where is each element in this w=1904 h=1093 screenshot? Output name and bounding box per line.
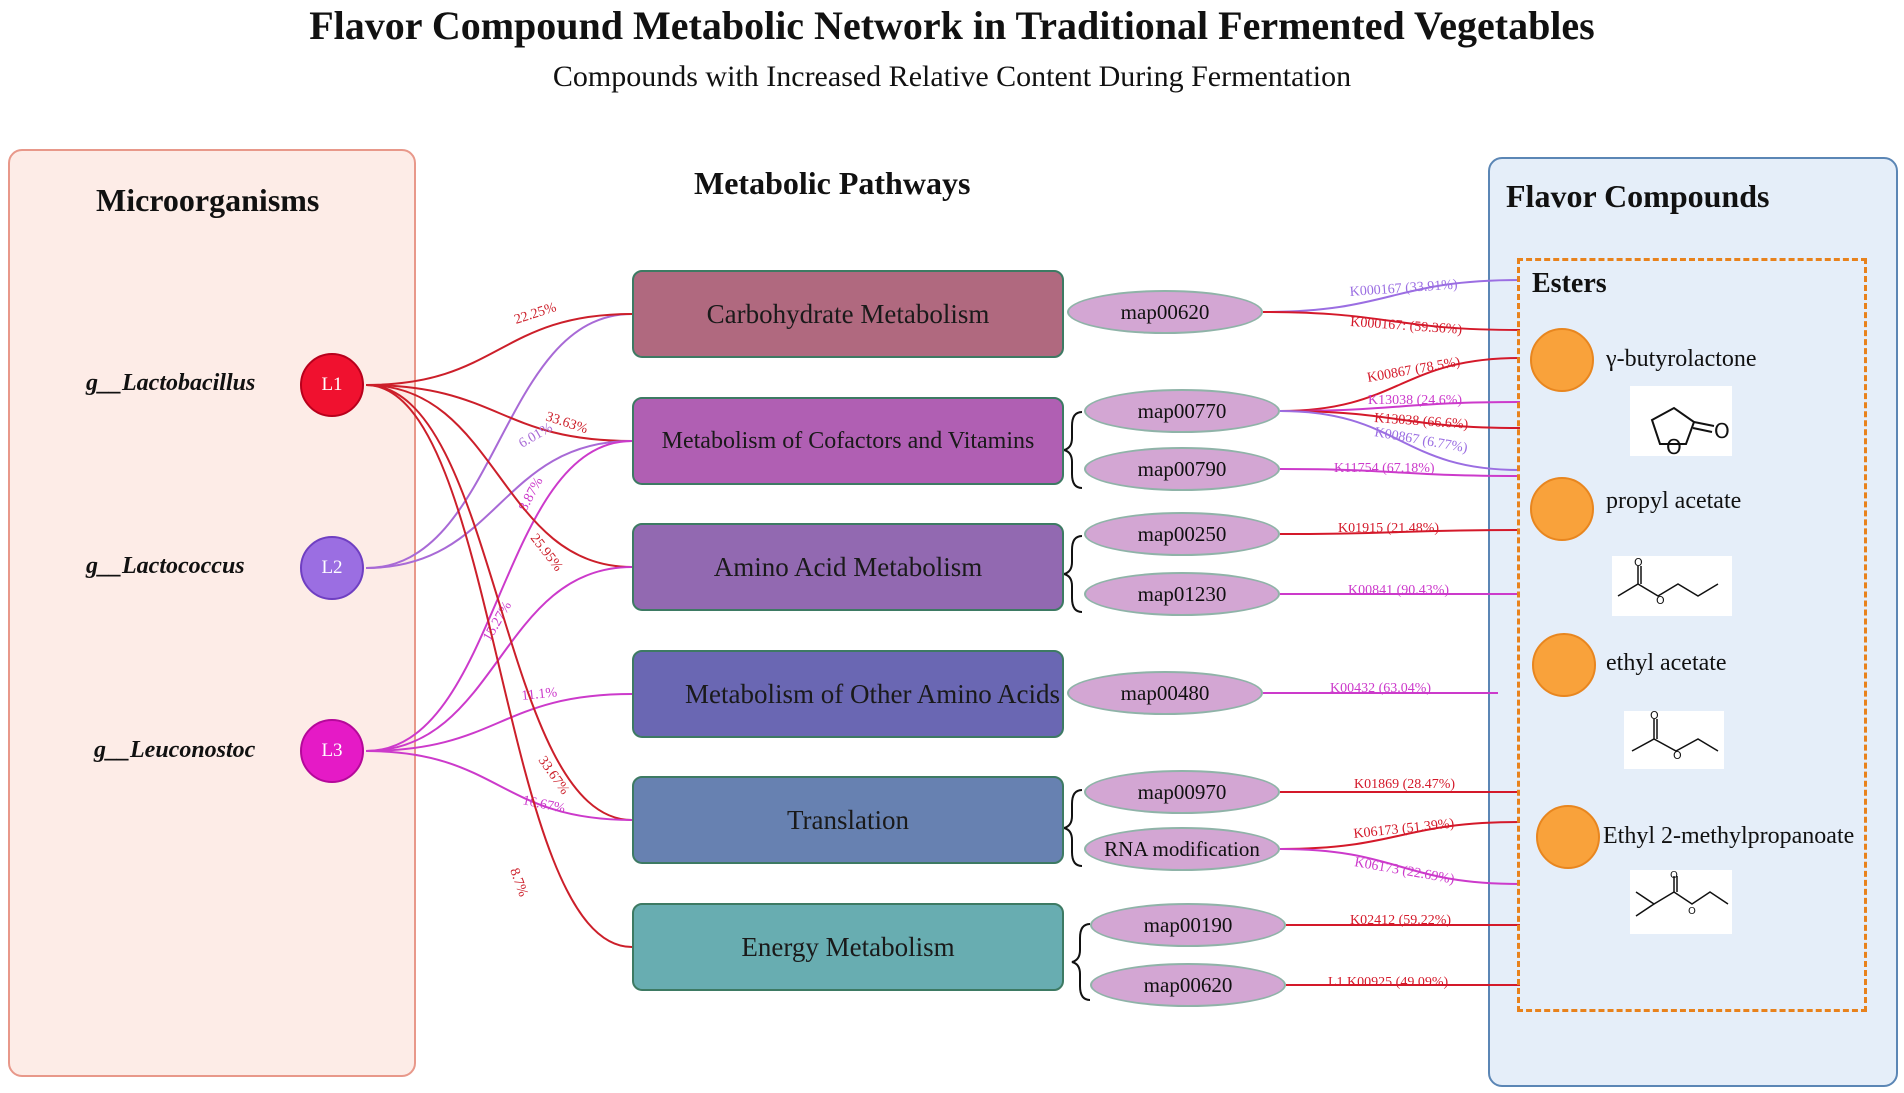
map-brackets xyxy=(1063,411,1091,1001)
ko-link xyxy=(1279,401,1521,412)
ko-link xyxy=(1279,468,1521,477)
map-node: map00790 xyxy=(1084,447,1280,491)
microbe-node-l3: L3 xyxy=(300,719,364,783)
svg-text:O: O xyxy=(1673,749,1682,762)
ko-link-label: K000167: (59.36%) xyxy=(1350,315,1463,338)
microbe-link xyxy=(365,384,633,821)
microbe-link xyxy=(365,440,633,569)
microbe-link xyxy=(365,750,633,821)
structure-ethyl-2-methylpropanoate: O O xyxy=(1630,870,1732,934)
svg-text:O: O xyxy=(1656,594,1665,607)
map-node: map00620 xyxy=(1067,290,1263,334)
ko-link xyxy=(1262,279,1521,313)
microbe-link xyxy=(365,440,633,752)
structure-butyrolactone: O O xyxy=(1630,386,1732,459)
map-node: map01230 xyxy=(1084,572,1280,616)
ko-link-label: K06173 (22.69%) xyxy=(1353,855,1455,887)
compound-node xyxy=(1532,633,1596,697)
svg-text:O: O xyxy=(1714,419,1730,443)
genus-lactococcus: g__Lactococcus xyxy=(86,553,245,579)
ko-link-label: K01915 (21.48%) xyxy=(1338,521,1439,536)
microbe-link xyxy=(365,313,633,569)
esters-group-label: Esters xyxy=(1532,268,1607,299)
pathway-translation: Translation xyxy=(632,776,1064,864)
structure-propyl-acetate: O O xyxy=(1612,556,1732,616)
ko-link-label: K02412 (59.22%) xyxy=(1350,913,1451,928)
genus-lactobacillus: g__Lactobacillus xyxy=(86,370,256,396)
ko-link-label: K00867 (78.5%) xyxy=(1366,355,1462,386)
microbe-link-label: 6.01% xyxy=(517,420,556,451)
ko-link-label: K11754 (67.18%) xyxy=(1334,461,1435,476)
compound-name: ethyl acetate xyxy=(1606,650,1727,676)
map-node: map00620 xyxy=(1090,963,1286,1007)
ko-link xyxy=(1279,848,1521,885)
ko-link-label: K01869 (28.47%) xyxy=(1354,777,1455,792)
pathway-cofactors-vitamins: Metabolism of Cofactors and Vitamins xyxy=(632,397,1064,485)
ko-link xyxy=(1279,410,1521,471)
microbe-link-label: 22.25% xyxy=(513,300,559,328)
svg-text:O: O xyxy=(1666,435,1682,456)
microbe-link-label: 25.95% xyxy=(527,531,566,575)
pathway-energy-metabolism: Energy Metabolism xyxy=(632,903,1064,991)
microbe-link xyxy=(365,693,633,752)
compound-node xyxy=(1536,805,1600,869)
compound-name: propyl acetate xyxy=(1606,488,1742,514)
ko-link xyxy=(1279,410,1521,429)
microbe-link xyxy=(365,566,633,752)
svg-text:O: O xyxy=(1650,711,1659,722)
microbe-node-l2: L2 xyxy=(300,536,364,600)
microbe-link xyxy=(365,384,633,948)
bracket-energy xyxy=(1071,923,1091,1001)
figure-title: Flavor Compound Metabolic Network in Tra… xyxy=(309,3,1595,48)
ko-link-label: L1 K00925 (49.09%) xyxy=(1328,975,1448,990)
map-node: map00190 xyxy=(1090,903,1286,947)
esters-group-box xyxy=(1517,258,1867,1012)
pathways-heading: Metabolic Pathways xyxy=(694,165,971,201)
microbe-node-l1: L1 xyxy=(300,353,364,417)
compound-name: γ-butyrolactone xyxy=(1606,346,1757,372)
ko-link-label: K00841 (90.43%) xyxy=(1348,583,1449,598)
svg-text:O: O xyxy=(1634,556,1643,569)
compound-node xyxy=(1530,477,1594,541)
pathway-carbohydrate-metabolism: Carbohydrate Metabolism xyxy=(632,270,1064,358)
svg-text:O: O xyxy=(1670,870,1678,881)
svg-text:O: O xyxy=(1688,906,1696,917)
compound-name: Ethyl 2-methylpropanoate xyxy=(1603,823,1855,849)
pathway-other-amino-acids: Metabolism of Other Amino Acids xyxy=(632,650,1064,738)
ko-link-label: K000167 (33.91%) xyxy=(1349,277,1458,300)
map-node: map00770 xyxy=(1084,389,1280,433)
microbe-link xyxy=(365,384,633,442)
ko-link xyxy=(1279,529,1521,535)
bracket-amino xyxy=(1063,535,1083,613)
flavor-compounds-heading: Flavor Compounds xyxy=(1506,178,1770,214)
microbe-link xyxy=(365,313,633,386)
microorganisms-panel xyxy=(8,149,416,1077)
microorganisms-heading: Microorganisms xyxy=(96,182,320,218)
structure-ethyl-acetate: O O xyxy=(1624,709,1724,769)
ko-link-label: K06173 (51.39%) xyxy=(1353,816,1455,842)
microbe-link xyxy=(365,384,633,568)
map-node: RNA modification xyxy=(1084,827,1280,871)
map-node: map00970 xyxy=(1084,770,1280,814)
bracket-translation xyxy=(1063,789,1083,867)
compound-node xyxy=(1530,328,1594,392)
map-node: map00250 xyxy=(1084,512,1280,556)
microbe-link-label: 8.7% xyxy=(506,866,530,899)
figure-subtitle: Compounds with Increased Relative Conten… xyxy=(552,60,1352,93)
bracket-cofactors xyxy=(1063,411,1083,489)
ko-link-label: K00432 (63.04%) xyxy=(1330,681,1431,696)
ko-link xyxy=(1279,821,1521,850)
ko-link xyxy=(1262,311,1521,331)
ko-link-label: K13038 (66.6%) xyxy=(1374,411,1469,433)
ko-link xyxy=(1279,357,1521,412)
pathway-amino-acid-metabolism: Amino Acid Metabolism xyxy=(632,523,1064,611)
map-node: map00480 xyxy=(1067,671,1263,715)
ko-link-label: K13038 (24.6%) xyxy=(1368,393,1462,408)
genus-leuconostoc: g__Leuconostoc xyxy=(94,737,256,763)
